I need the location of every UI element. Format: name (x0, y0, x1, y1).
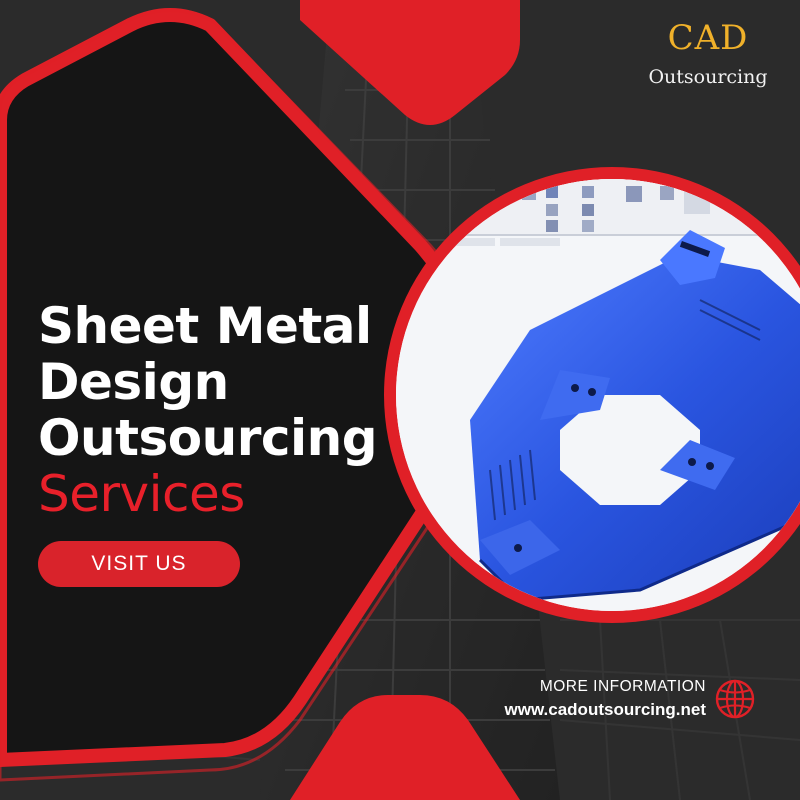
globe-icon (715, 679, 755, 719)
headline-line-2: Design (38, 353, 229, 411)
visit-us-button[interactable]: VISIT US (38, 541, 240, 587)
headline-line-1: Sheet Metal (38, 297, 372, 355)
more-information-label: MORE INFORMATION (539, 678, 706, 695)
brand-logo-cad: CAD (667, 18, 749, 58)
website-link[interactable]: www.cadoutsourcing.net (504, 700, 707, 719)
headline-accent: Services (38, 465, 245, 523)
brand-logo-outsourcing: Outsourcing (648, 66, 768, 88)
headline: Sheet Metal Design Outsourcing Services (38, 297, 378, 523)
headline-line-3: Outsourcing (38, 409, 378, 467)
